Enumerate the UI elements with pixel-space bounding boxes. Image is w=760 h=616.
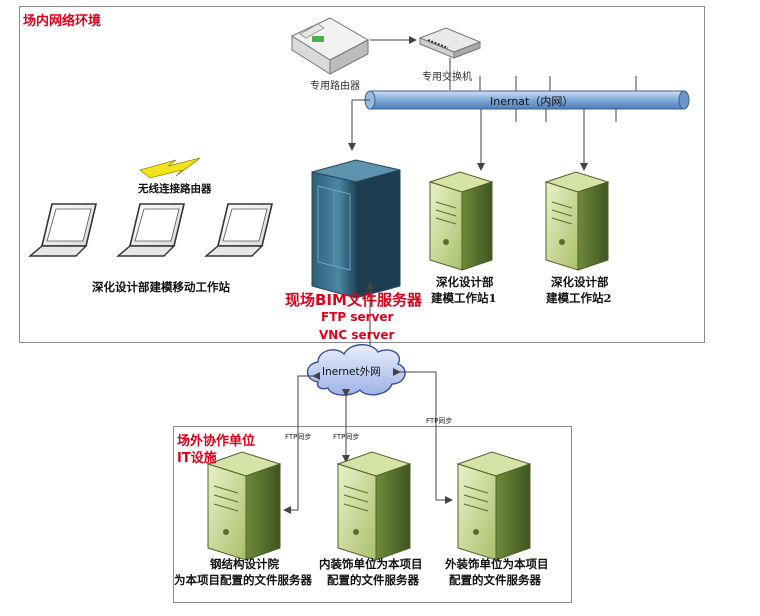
offsite-server-1-label-line1: 钢结构设计院	[210, 557, 279, 571]
workstation-1-label-line1: 深化设计部	[436, 275, 494, 289]
ftp-sync-left-label: FTP同步	[285, 433, 312, 441]
ftp-sync-right-label: FTP同步	[426, 417, 453, 425]
router-label: 专用路由器	[310, 81, 360, 92]
internet-cloud-icon	[306, 344, 406, 396]
offsite-server-1-label-line2: 为本项目配置的文件服务器	[174, 573, 312, 587]
vnc-server-label: VNC server	[319, 328, 395, 342]
bim-server-title: 现场BIM文件服务器	[285, 291, 422, 309]
offsite-server-2-icon	[336, 451, 412, 561]
workstation-1-label-line2: 建模工作站1	[431, 291, 497, 305]
workstation-1-icon	[428, 171, 494, 271]
workstation-2-label-line1: 深化设计部	[551, 275, 609, 289]
bim-file-server-icon	[311, 159, 401, 299]
ftp-sync-mid-label: FTP同步	[333, 433, 360, 441]
offsite-server-3-label-line1: 外装饰单位为本项目	[445, 557, 549, 571]
wireless-bolt-icon	[139, 157, 201, 179]
lan-bus-pipe	[364, 90, 690, 110]
workstation-2-label-line2: 建模工作站2	[546, 291, 612, 305]
offsite-title-line2: IT设施	[177, 451, 217, 466]
onsite-network-title: 场内网络环境	[23, 14, 102, 29]
ftp-server-label: FTP server	[321, 310, 394, 324]
internet-label: Inernet外网	[322, 366, 381, 378]
switch-icon	[418, 27, 482, 59]
offsite-server-3-icon	[456, 451, 532, 561]
router-icon	[290, 17, 370, 75]
offsite-title-line1: 场外协作单位	[177, 434, 256, 449]
offsite-server-2-label-line2: 配置的文件服务器	[327, 573, 419, 587]
mobile-workstations-label: 深化设计部建模移动工作站	[92, 280, 230, 294]
offsite-server-2-label-line1: 内装饰单位为本项目	[319, 557, 423, 571]
laptop-3-icon	[204, 203, 274, 257]
offsite-server-1-icon	[206, 451, 282, 561]
offsite-server-3-label-line2: 配置的文件服务器	[449, 573, 541, 587]
laptop-2-icon	[116, 203, 186, 257]
wireless-router-label: 无线连接路由器	[138, 183, 212, 195]
switch-label: 专用交换机	[422, 72, 472, 83]
lan-label: Inernat（内网）	[490, 95, 574, 108]
workstation-2-icon	[544, 171, 610, 271]
laptop-1-icon	[28, 203, 98, 257]
